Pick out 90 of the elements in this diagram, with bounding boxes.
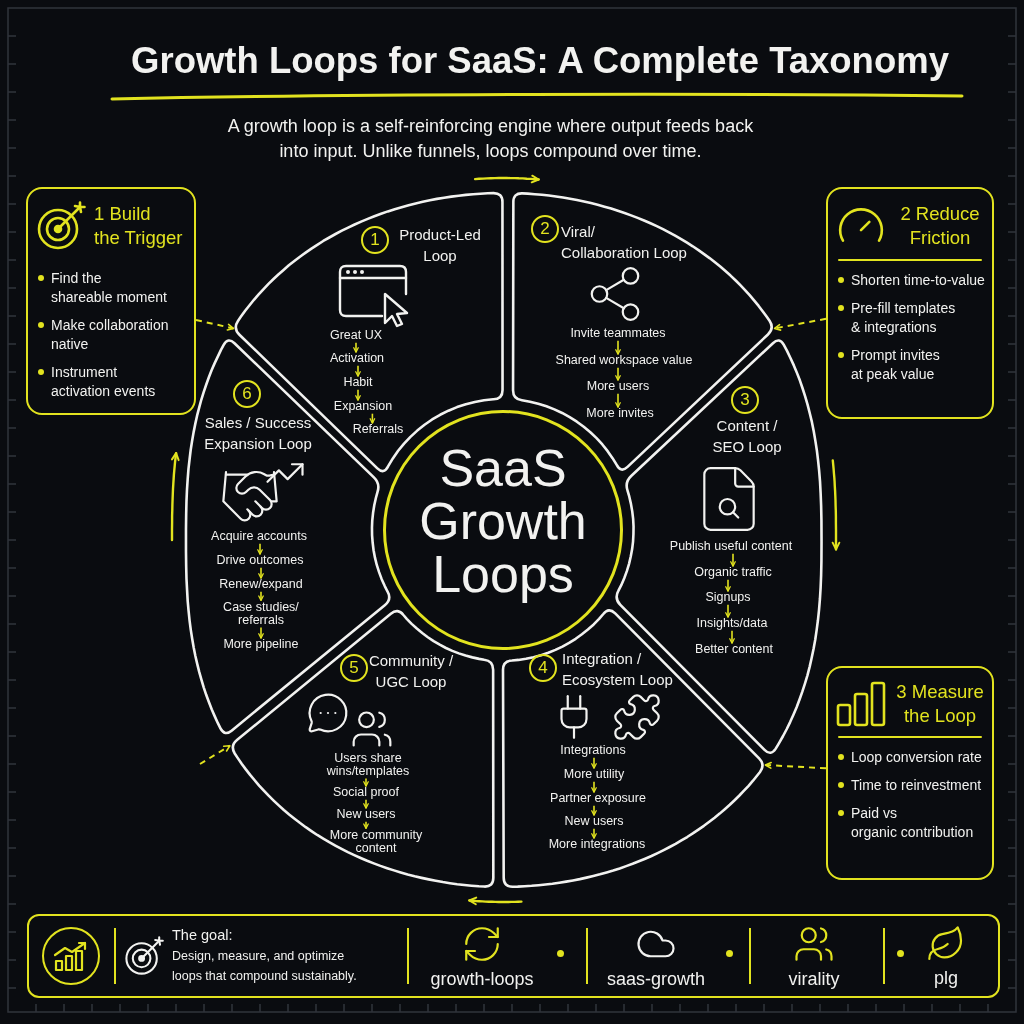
list-item: Loop conversion rate [836,748,986,767]
step-label: Drive outcomes [216,554,304,568]
arrow [258,566,264,579]
arrow [363,777,369,787]
list-item: Pre-fill templates & integrations [836,299,986,337]
card-heading: 3 Measure the Loop [895,680,985,728]
step-label: Publish useful content [669,540,793,554]
tag-label: virality [788,967,840,990]
arrow [591,780,597,793]
arrow [615,339,621,355]
dashed-arrow [195,319,235,331]
step-label: Acquire accounts [211,530,307,544]
arrow [355,388,361,401]
loop-number: 3 [731,386,759,414]
tag-label: saas-growth [606,967,705,990]
tag-label: plg [934,966,958,989]
footer-bar [27,914,1000,998]
step-label: Insights/data [696,617,768,631]
tip-card [826,187,994,419]
step-label: Case studies/ referrals [211,600,311,628]
step-label: More invites [586,407,654,421]
dashed-arrow [199,744,231,765]
step-label: Users share wins/templates [318,751,418,779]
loop-number: 5 [340,654,368,682]
tip-card [826,666,994,880]
step-label: More community content [328,828,424,856]
loop-title: Integration / Ecosystem Loop [562,649,674,690]
tag-label: growth-loops [430,967,534,990]
step-label: Organic traffic [694,566,772,580]
dashed-arrow [764,761,827,770]
arrow [369,412,376,424]
list-item: Time to reinvestment [836,776,986,795]
arrow [591,827,597,839]
step-label: More utility [563,768,625,782]
list-item: Find the shareable moment [36,269,188,307]
step-label: Partner exposure [550,792,646,806]
arrow [258,590,264,602]
list-item: Paid vs organic contribution [836,804,986,842]
step-label: Signups [705,591,751,605]
list-item: Prompt invites at peak value [836,346,986,384]
loop-number: 6 [233,380,261,408]
list-item: Shorten time-to-value [836,271,986,290]
page-title: Growth Loops for SaaS: A Complete Taxonomy [131,40,949,82]
subtitle: A growth loop is a self-reinforcing engine where output feeds back into input. Unlike funnels, loops compound over time. [226,115,755,163]
arrow [258,626,264,639]
step-label: More users [586,380,650,394]
step-label: Activation [329,352,385,366]
step-label: More pipeline [223,638,299,652]
loop-title: Viral/ Collaboration Loop [561,222,688,263]
step-label: New users [564,815,624,829]
arrow [353,341,359,353]
loop-title: Product-Led Loop [398,225,482,266]
loop-number: 2 [531,215,559,243]
goal-text: Design, measure, and optimize loops that compound sustainably. [172,948,358,985]
step-label: Shared workspace value [555,354,693,368]
step-label: Social proof [333,786,399,800]
arrow [730,552,736,567]
step-label: Great UX [329,329,383,343]
loop-title: Community / UGC Loop [367,651,455,692]
step-label: Expansion [333,400,393,414]
card-heading: 2 Reduce Friction [899,202,981,250]
arrow [591,756,597,769]
list-item: Instrument activation events [36,363,188,401]
step-label: Referrals [352,423,404,437]
step-label: Renew/expand [219,578,303,592]
arrow [355,364,361,377]
loop-number: 4 [529,654,557,682]
step-label: More integrations [548,838,646,852]
arrow [257,542,263,555]
arrow [363,820,369,830]
step-label: Invite teammates [570,327,666,341]
arrow [591,804,597,816]
arrow [729,629,735,644]
loop-title: Sales / Success Expansion Loop [203,413,313,454]
arrow [725,603,731,618]
loop-number: 1 [361,226,389,254]
arrow [363,798,369,809]
list-item: Make collaboration native [36,316,188,354]
goal-label: The goal: [172,926,233,944]
dashed-arrow [773,317,827,331]
step-label: Habit [343,376,373,390]
step-label: New users [336,808,396,822]
tip-card [26,187,196,415]
arrow [725,578,731,592]
loop-title: Content / SEO Loop [711,416,783,457]
step-label: Integrations [560,744,626,758]
card-heading: 1 Build the Trigger [94,202,184,250]
step-label: Better content [695,643,773,657]
arrow [615,392,621,408]
arrow [615,366,621,381]
